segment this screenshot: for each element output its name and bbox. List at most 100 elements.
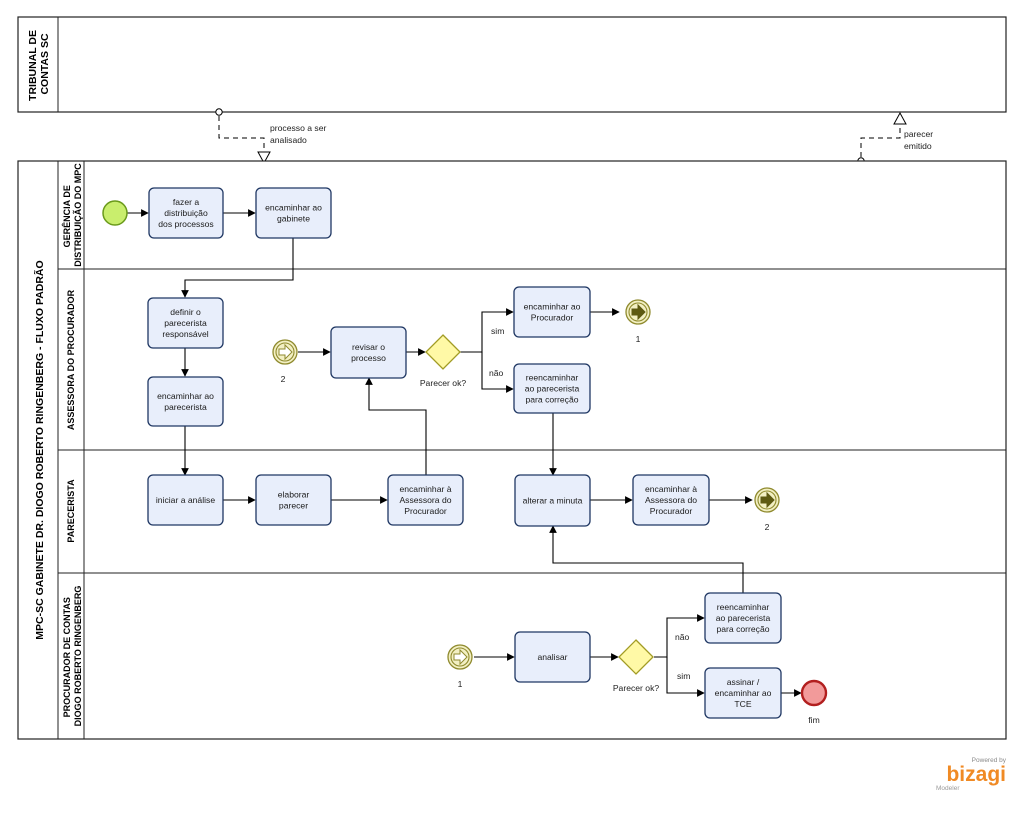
link-throw-1-label: 1 [636, 334, 641, 344]
gateway-assessora-label: Parecer ok? [420, 378, 467, 388]
task-box[interactable] [255, 187, 332, 239]
link-arrow-icon [278, 343, 293, 361]
task-box[interactable] [513, 363, 591, 414]
task-label-line: alterar a minuta [523, 496, 583, 506]
task-box[interactable] [147, 297, 224, 349]
branding-product: Modeler [936, 785, 960, 792]
task-box[interactable] [147, 474, 224, 526]
message-incoming-label-1: processo a ser [270, 123, 327, 133]
gateway-assessora-no-label: não [489, 368, 504, 378]
gateway-procurador-label: Parecer ok? [613, 683, 660, 693]
task-box[interactable] [255, 474, 332, 526]
sequence-flows [127, 209, 802, 697]
lane-procurador-title-1: PROCURADOR DE CONTAS [62, 597, 72, 717]
task-label-line: encaminhar à [399, 484, 451, 494]
task-label-line: definir o [170, 307, 201, 317]
task-box[interactable] [514, 631, 591, 683]
message-outgoing-label-1: parecer [904, 129, 933, 139]
task-box[interactable] [704, 667, 782, 719]
task-label-line: encaminhar ao [715, 688, 772, 698]
end-event[interactable]: fim [800, 679, 828, 725]
gateway-assessora[interactable]: Parecer ok? [420, 334, 467, 388]
task-label-line: TCE [734, 699, 751, 709]
task-iniciar-analise[interactable]: iniciar a análise [147, 474, 224, 526]
lane-gerencia-title-2: DISTRIBUIÇÃO DO MPC [73, 163, 83, 267]
task-analisar[interactable]: analisar [514, 631, 591, 683]
task-box[interactable] [148, 187, 224, 239]
task-label-line: Procurador [650, 506, 693, 516]
task-box[interactable] [387, 474, 464, 526]
task-label-line: analisar [537, 652, 567, 662]
branding-powered: Powered by [972, 757, 1007, 764]
pool-tce: TRIBUNAL DE CONTAS SC [17, 16, 1007, 113]
task-box[interactable] [632, 474, 710, 526]
message-outgoing-label-2: emitido [904, 141, 932, 151]
pool-tce-title-line1: TRIBUNAL DE [27, 30, 39, 101]
task-label-line: encaminhar ao [524, 302, 581, 312]
gateway-procurador-yes-label: sim [677, 671, 690, 681]
task-label-line: ao parecerista [525, 384, 580, 394]
task-box[interactable] [147, 376, 224, 427]
link-catch-event-2[interactable]: 2 [272, 339, 298, 384]
task-label-line: assinar / [727, 677, 760, 687]
task-box[interactable] [330, 326, 407, 379]
lane-assessora: ASSESSORA DO PROCURADOR [66, 289, 76, 430]
lane-gerencia: GERÊNCIA DE DISTRIBUIÇÃO DO MPC [61, 163, 83, 267]
task-label-line: parecerista [164, 318, 207, 328]
task-label-line: reencaminhar [526, 373, 579, 383]
task-box[interactable] [704, 592, 782, 644]
svg-text:PROCURADOR DE CONTAS DIO: PROCURADOR DE CONTAS DIOGO ROBERTO RINGE… [62, 586, 83, 727]
task-label-line: para correção [525, 395, 578, 405]
pool-tce-title-line2: CONTAS SC [39, 33, 51, 94]
link-catch-event-1[interactable]: 1 [447, 644, 473, 689]
message-flow-outgoing: parecer emitido [857, 111, 933, 165]
task-label-line: gabinete [277, 214, 310, 224]
link-throw-2-label: 2 [765, 522, 770, 532]
lane-gerencia-title-1: GERÊNCIA DE [61, 185, 72, 247]
task-label-line: reencaminhar [717, 602, 770, 612]
link-catch-1-label: 1 [458, 679, 463, 689]
task-label-line: parecer [279, 501, 308, 511]
task-label-line: revisar o [352, 342, 385, 352]
lane-procurador: PROCURADOR DE CONTAS DIOGO ROBERTO RINGE… [62, 586, 83, 727]
task-alterar-minuta[interactable]: alterar a minuta [514, 474, 591, 527]
link-arrow-icon [760, 491, 775, 509]
task-label-line: responsável [162, 329, 208, 339]
bizagi-branding: Powered by bizagi Modeler [936, 757, 1007, 792]
task-box[interactable] [514, 474, 591, 527]
gateway-procurador-no-label: não [675, 632, 690, 642]
link-throw-event-2[interactable]: 2 [754, 487, 780, 532]
svg-text:GERÊNCIA DE DISTRIBUIÇÃO: GERÊNCIA DE DISTRIBUIÇÃO DO MPC [61, 163, 83, 267]
task-label-line: elaborar [278, 490, 310, 500]
lane-parecerista: PARECERISTA [66, 479, 76, 543]
task-label-line: Assessora do [399, 495, 451, 505]
task-label-line: encaminhar ao [265, 203, 322, 213]
task-box[interactable] [513, 286, 591, 338]
task-label-line: processo [351, 353, 386, 363]
lane-parecerista-title: PARECERISTA [66, 479, 76, 543]
link-throw-event-1[interactable]: 1 [625, 299, 651, 344]
task-label-line: ao parecerista [716, 613, 771, 623]
task-label-line: iniciar a análise [156, 495, 215, 505]
task-label-line: distribuição [164, 208, 208, 218]
task-label-line: Procurador [531, 313, 574, 323]
start-event[interactable] [102, 200, 128, 226]
gateway-procurador[interactable]: Parecer ok? [613, 639, 660, 693]
message-flow-incoming: processo a ser analisado [215, 108, 327, 165]
task-label-line: parecerista [164, 402, 207, 412]
svg-text:TRIBUNAL DE CONTAS SC: TRIBUNAL DE CONTAS SC [27, 27, 51, 101]
